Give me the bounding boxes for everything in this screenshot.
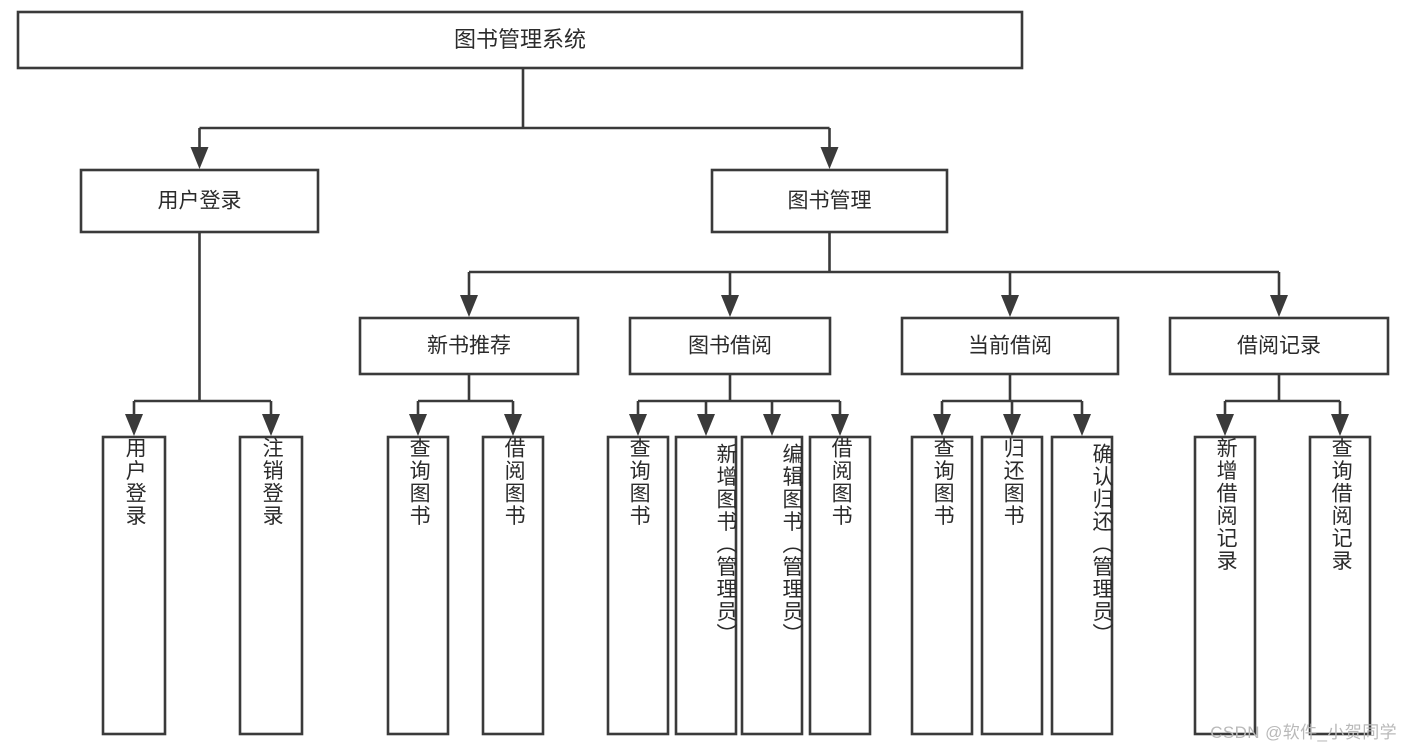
arrow-head-leaf-borrow-book-rec: [504, 414, 522, 436]
arrow-head-book-borrow: [721, 295, 739, 317]
node-box-book-manage[interactable]: [710, 168, 949, 234]
arrow-head-book-manage: [820, 147, 839, 169]
connector-layer: [125, 68, 1349, 436]
arrow-head-leaf-edit-book: [763, 414, 781, 436]
arrow-head-new-book-rec: [460, 295, 478, 317]
arrow-head-leaf-query-book-rec: [409, 414, 427, 436]
node-label-current-borrow: 当前借阅: [968, 335, 1052, 358]
node-box-book-borrow[interactable]: [628, 316, 832, 376]
node-box-leaf-query-record[interactable]: [1308, 435, 1372, 736]
node-box-leaf-borrow-book-b[interactable]: [808, 435, 872, 736]
arrow-head-leaf-borrow-book-b: [831, 414, 849, 436]
arrow-head-leaf-query-book-c: [933, 414, 951, 436]
node-box-layer: [16, 10, 1390, 736]
arrow-head-leaf-user-login: [125, 414, 143, 436]
arrow-head-user-login: [190, 147, 209, 169]
node-label-new-book-rec: 新书推荐: [427, 335, 511, 358]
node-label-root: 图书管理系统: [454, 27, 586, 52]
node-box-root[interactable]: [16, 10, 1024, 70]
node-label-user-login: 用户登录: [158, 190, 242, 213]
arrow-head-leaf-logout: [262, 414, 280, 436]
node-box-leaf-confirm-return[interactable]: [1050, 435, 1114, 736]
node-box-leaf-query-book-rec[interactable]: [386, 435, 450, 736]
node-box-leaf-add-book[interactable]: [674, 435, 738, 736]
arrow-head-borrow-record: [1270, 295, 1288, 317]
node-box-leaf-add-record[interactable]: [1193, 435, 1257, 736]
node-label-book-manage: 图书管理: [788, 190, 872, 213]
node-box-borrow-record[interactable]: [1168, 316, 1390, 376]
node-label-book-borrow: 图书借阅: [688, 335, 772, 358]
arrow-head-leaf-confirm-return: [1073, 414, 1091, 436]
node-box-current-borrow[interactable]: [900, 316, 1120, 376]
arrow-head-leaf-query-book-b: [629, 414, 647, 436]
node-box-leaf-return-book[interactable]: [980, 435, 1044, 736]
arrow-head-leaf-add-record: [1216, 414, 1234, 436]
node-box-leaf-borrow-book-rec[interactable]: [481, 435, 545, 736]
arrow-head-leaf-add-book: [697, 414, 715, 436]
arrow-head-leaf-query-record: [1331, 414, 1349, 436]
node-box-leaf-query-book-c[interactable]: [910, 435, 974, 736]
node-label-borrow-record: 借阅记录: [1237, 335, 1321, 358]
node-box-leaf-user-login[interactable]: [101, 435, 167, 736]
node-box-leaf-edit-book[interactable]: [740, 435, 804, 736]
node-box-leaf-logout[interactable]: [238, 435, 304, 736]
arrow-head-leaf-return-book: [1003, 414, 1021, 436]
node-box-leaf-query-book-b[interactable]: [606, 435, 670, 736]
node-box-new-book-rec[interactable]: [358, 316, 580, 376]
node-box-user-login[interactable]: [79, 168, 320, 234]
arrow-head-current-borrow: [1001, 295, 1019, 317]
